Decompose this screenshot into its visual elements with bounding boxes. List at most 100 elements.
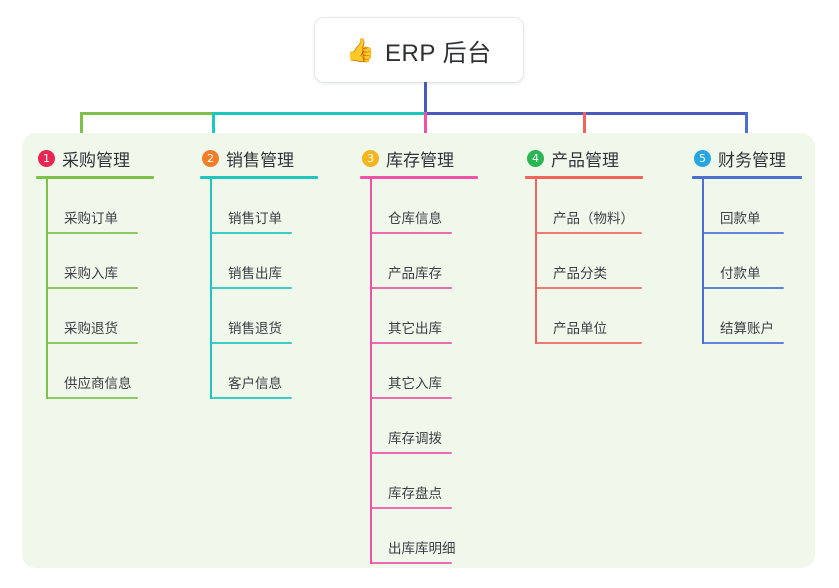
thumbs-up-icon: 👍: [346, 36, 376, 63]
branch-child-item[interactable]: 销售订单: [200, 179, 318, 234]
connector-bus-segment-2: [212, 112, 424, 115]
branch-child-item[interactable]: 产品单位: [525, 289, 643, 344]
branch-child-item[interactable]: 仓库信息: [360, 179, 478, 234]
branch-header-underline: [692, 176, 802, 179]
branch-child-item[interactable]: 出库库明细: [360, 509, 478, 564]
branch-number-badge: 5: [694, 149, 711, 167]
branch-header-underline: [360, 176, 478, 179]
branch-child-underline: [46, 342, 138, 344]
branch-child-item[interactable]: 库存盘点: [360, 454, 478, 509]
branch-child-item[interactable]: 其它入库: [360, 344, 478, 399]
root-title: ERP 后台: [385, 39, 492, 67]
branch-child-item[interactable]: 采购入库: [36, 234, 154, 289]
branch-child-underline: [46, 232, 138, 234]
root-node[interactable]: 👍 ERP 后台: [315, 18, 523, 82]
branch-column-3[interactable]: 3 库存管理仓库信息产品库存其它出库其它入库库存调拨库存盘点出库库明细: [360, 145, 478, 564]
branch-spine-line: [535, 179, 537, 344]
branch-column-5[interactable]: 5 财务管理回款单付款单结算账户: [692, 145, 802, 344]
branch-header-underline: [525, 176, 643, 179]
branch-spine-line: [370, 179, 372, 564]
branch-child-underline: [210, 232, 292, 234]
branch-header-underline: [36, 176, 154, 179]
branch-label: 采购管理: [62, 150, 130, 170]
branch-child-underline: [210, 342, 292, 344]
connector-drop-4: [583, 112, 586, 148]
branch-child-underline: [370, 397, 452, 399]
branch-children: 产品（物料） 产品分类产品单位: [525, 179, 643, 344]
branch-column-4[interactable]: 4 产品管理产品（物料） 产品分类产品单位: [525, 145, 643, 344]
branch-label: 财务管理: [718, 150, 786, 170]
branch-child-label: 供应商信息: [64, 376, 132, 391]
branch-children: 采购订单采购入库采购退货供应商信息: [36, 179, 154, 399]
branch-child-item[interactable]: 采购订单: [36, 179, 154, 234]
branch-child-underline: [210, 397, 292, 399]
branch-child-item[interactable]: 供应商信息: [36, 344, 154, 399]
branch-spine-line: [210, 179, 212, 399]
branch-child-label: 客户信息: [228, 376, 282, 391]
branch-children: 仓库信息产品库存其它出库其它入库库存调拨库存盘点出库库明细: [360, 179, 478, 564]
branch-children: 销售订单销售出库销售退货客户信息: [200, 179, 318, 399]
branch-child-item[interactable]: 其它出库: [360, 289, 478, 344]
connector-drop-1: [80, 112, 83, 148]
branch-child-item[interactable]: 客户信息: [200, 344, 318, 399]
branch-child-underline: [370, 562, 452, 564]
branch-child-underline: [535, 232, 642, 234]
branch-number-badge: 3: [362, 149, 379, 167]
branch-child-item[interactable]: 产品（物料）: [525, 179, 643, 234]
branch-child-underline: [370, 287, 452, 289]
branch-child-label: 产品单位: [553, 321, 607, 336]
branch-child-label: 销售退货: [228, 321, 282, 336]
branch-label: 产品管理: [551, 150, 619, 170]
connector-drop-3: [424, 112, 427, 148]
branch-child-item[interactable]: 库存调拨: [360, 399, 478, 454]
branch-child-item[interactable]: 销售出库: [200, 234, 318, 289]
branch-child-underline: [702, 232, 784, 234]
branch-child-label: 产品库存: [388, 266, 442, 281]
connector-drop-2: [212, 112, 215, 148]
branch-child-item[interactable]: 产品分类: [525, 234, 643, 289]
branch-spine-line: [46, 179, 48, 399]
branch-child-underline: [370, 507, 452, 509]
branch-header-5[interactable]: 5 财务管理: [692, 145, 802, 171]
branch-spine-line: [702, 179, 704, 344]
branch-child-label: 产品（物料）: [553, 211, 634, 226]
branch-child-underline: [702, 287, 784, 289]
connector-drop-5: [745, 112, 748, 148]
branch-child-label: 出库库明细: [388, 541, 456, 556]
branch-child-underline: [535, 287, 642, 289]
root-trunk-line: [424, 82, 427, 115]
branch-child-label: 销售订单: [228, 211, 282, 226]
branch-child-underline: [46, 287, 138, 289]
branch-children: 回款单付款单结算账户: [692, 179, 802, 344]
branch-child-item[interactable]: 销售退货: [200, 289, 318, 344]
branch-child-underline: [46, 397, 138, 399]
branch-header-3[interactable]: 3 库存管理: [360, 145, 478, 171]
branch-child-label: 付款单: [720, 266, 761, 281]
branch-child-label: 采购订单: [64, 211, 118, 226]
branch-label: 库存管理: [386, 150, 454, 170]
branch-child-label: 回款单: [720, 211, 761, 226]
branch-child-label: 采购退货: [64, 321, 118, 336]
branch-child-label: 销售出库: [228, 266, 282, 281]
branch-child-label: 采购入库: [64, 266, 118, 281]
branch-header-underline: [200, 176, 318, 179]
branch-child-underline: [210, 287, 292, 289]
branch-number-badge: 4: [527, 149, 544, 167]
branch-child-item[interactable]: 采购退货: [36, 289, 154, 344]
branch-child-label: 库存盘点: [388, 486, 442, 501]
root-node-content: 👍 ERP 后台: [346, 33, 491, 68]
branch-child-underline: [535, 342, 642, 344]
branch-header-4[interactable]: 4 产品管理: [525, 145, 643, 171]
branch-child-item[interactable]: 回款单: [692, 179, 802, 234]
branch-child-item[interactable]: 付款单: [692, 234, 802, 289]
connector-bus-segment-1: [80, 112, 212, 115]
branch-child-item[interactable]: 结算账户: [692, 289, 802, 344]
branch-child-label: 其它入库: [388, 376, 442, 391]
branch-child-underline: [370, 232, 452, 234]
branch-child-item[interactable]: 产品库存: [360, 234, 478, 289]
